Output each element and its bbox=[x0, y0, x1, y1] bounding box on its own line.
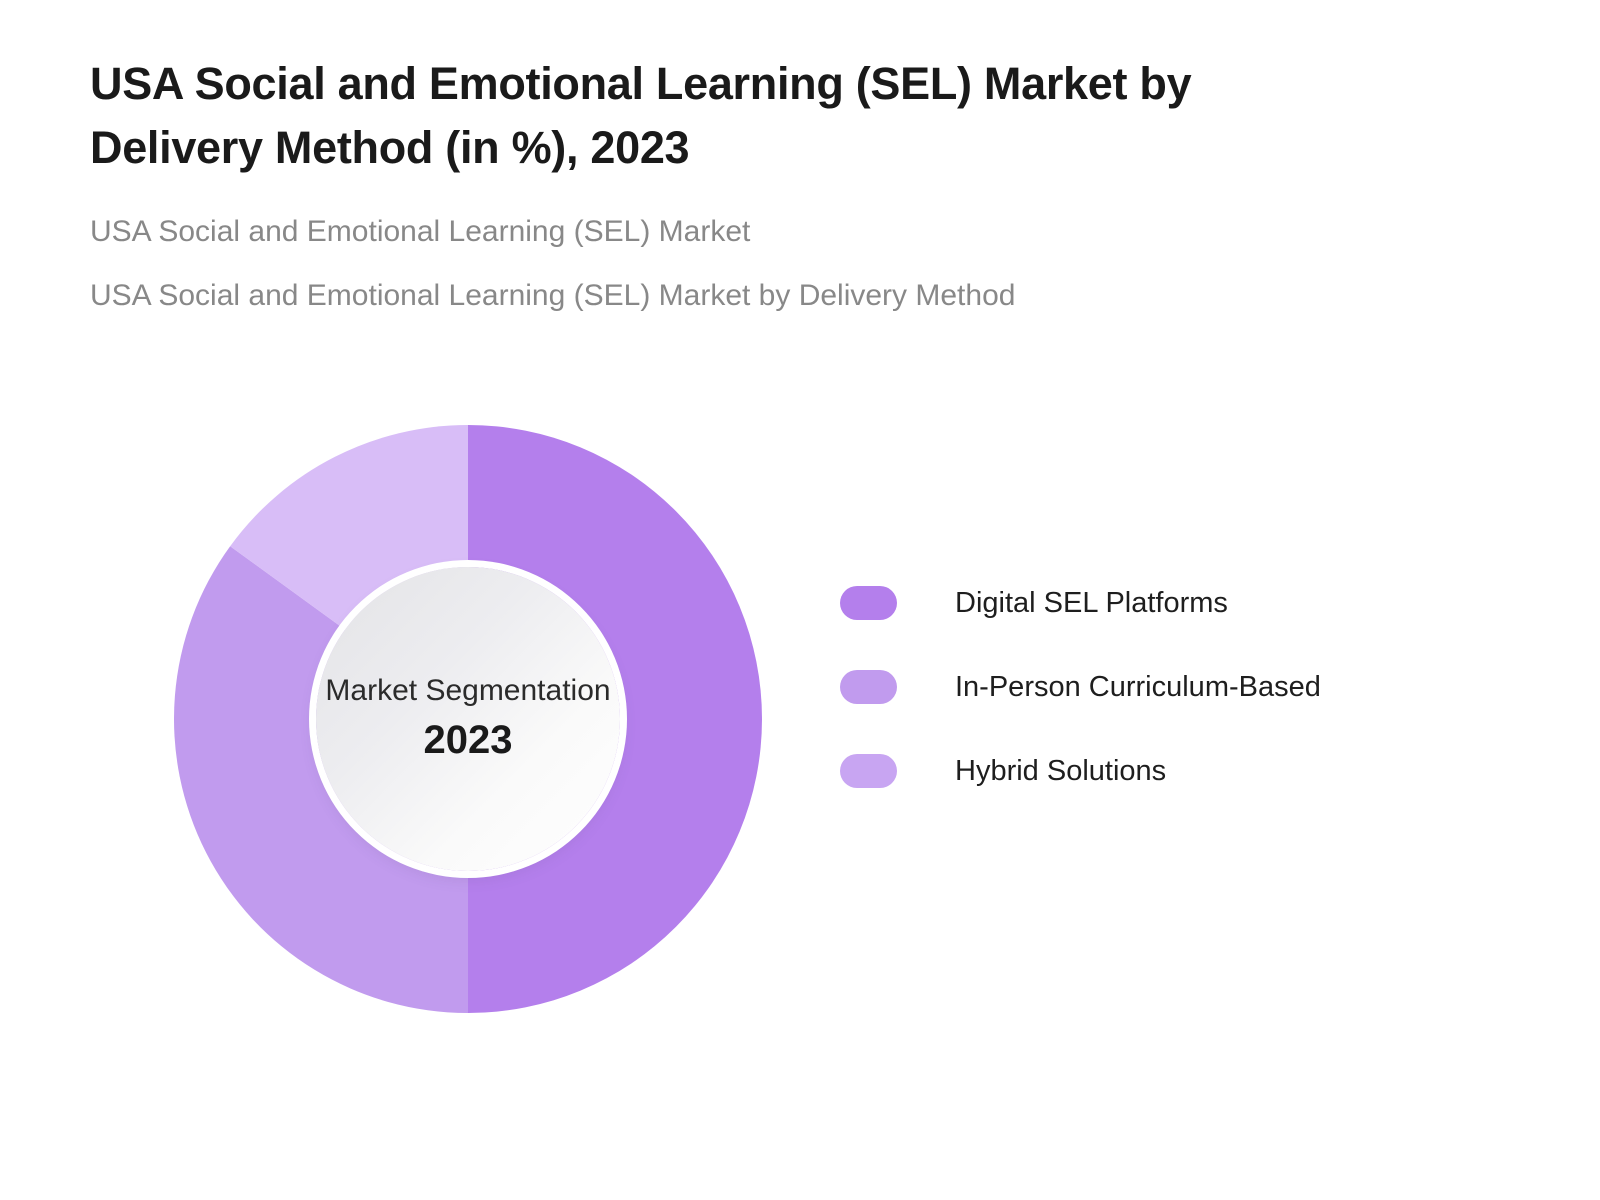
legend-swatch-icon bbox=[840, 754, 897, 788]
donut-slice[interactable] bbox=[174, 546, 468, 1013]
page-title: USA Social and Emotional Learning (SEL) … bbox=[90, 58, 1192, 173]
legend-item-label: Hybrid Solutions bbox=[955, 754, 1167, 787]
chart-area: Market Segmentation 2023 Digital SEL Pla… bbox=[0, 400, 1600, 1080]
legend-item-label: Digital SEL Platforms bbox=[955, 586, 1228, 619]
chart-subtitle-secondary: USA Social and Emotional Learning (SEL) … bbox=[90, 279, 1016, 313]
chart-header: USA Social and Emotional Learning (SEL) … bbox=[90, 52, 1390, 318]
legend-swatch-icon bbox=[840, 586, 897, 620]
chart-legend: Digital SEL Platforms In-Person Curricul… bbox=[840, 586, 1460, 788]
legend-item[interactable]: Hybrid Solutions bbox=[840, 754, 1460, 788]
chart-subtitle-primary: USA Social and Emotional Learning (SEL) … bbox=[90, 214, 751, 248]
legend-item[interactable]: Digital SEL Platforms bbox=[840, 586, 1460, 620]
donut-chart: Market Segmentation 2023 bbox=[174, 425, 762, 1013]
legend-swatch-icon bbox=[840, 670, 897, 704]
legend-item[interactable]: In-Person Curriculum-Based bbox=[840, 670, 1460, 704]
donut-center-hole: Market Segmentation 2023 bbox=[316, 567, 620, 871]
donut-center-value: 2023 bbox=[423, 717, 513, 762]
donut-center-label: Market Segmentation bbox=[325, 673, 611, 707]
legend-item-label: In-Person Curriculum-Based bbox=[955, 670, 1321, 703]
